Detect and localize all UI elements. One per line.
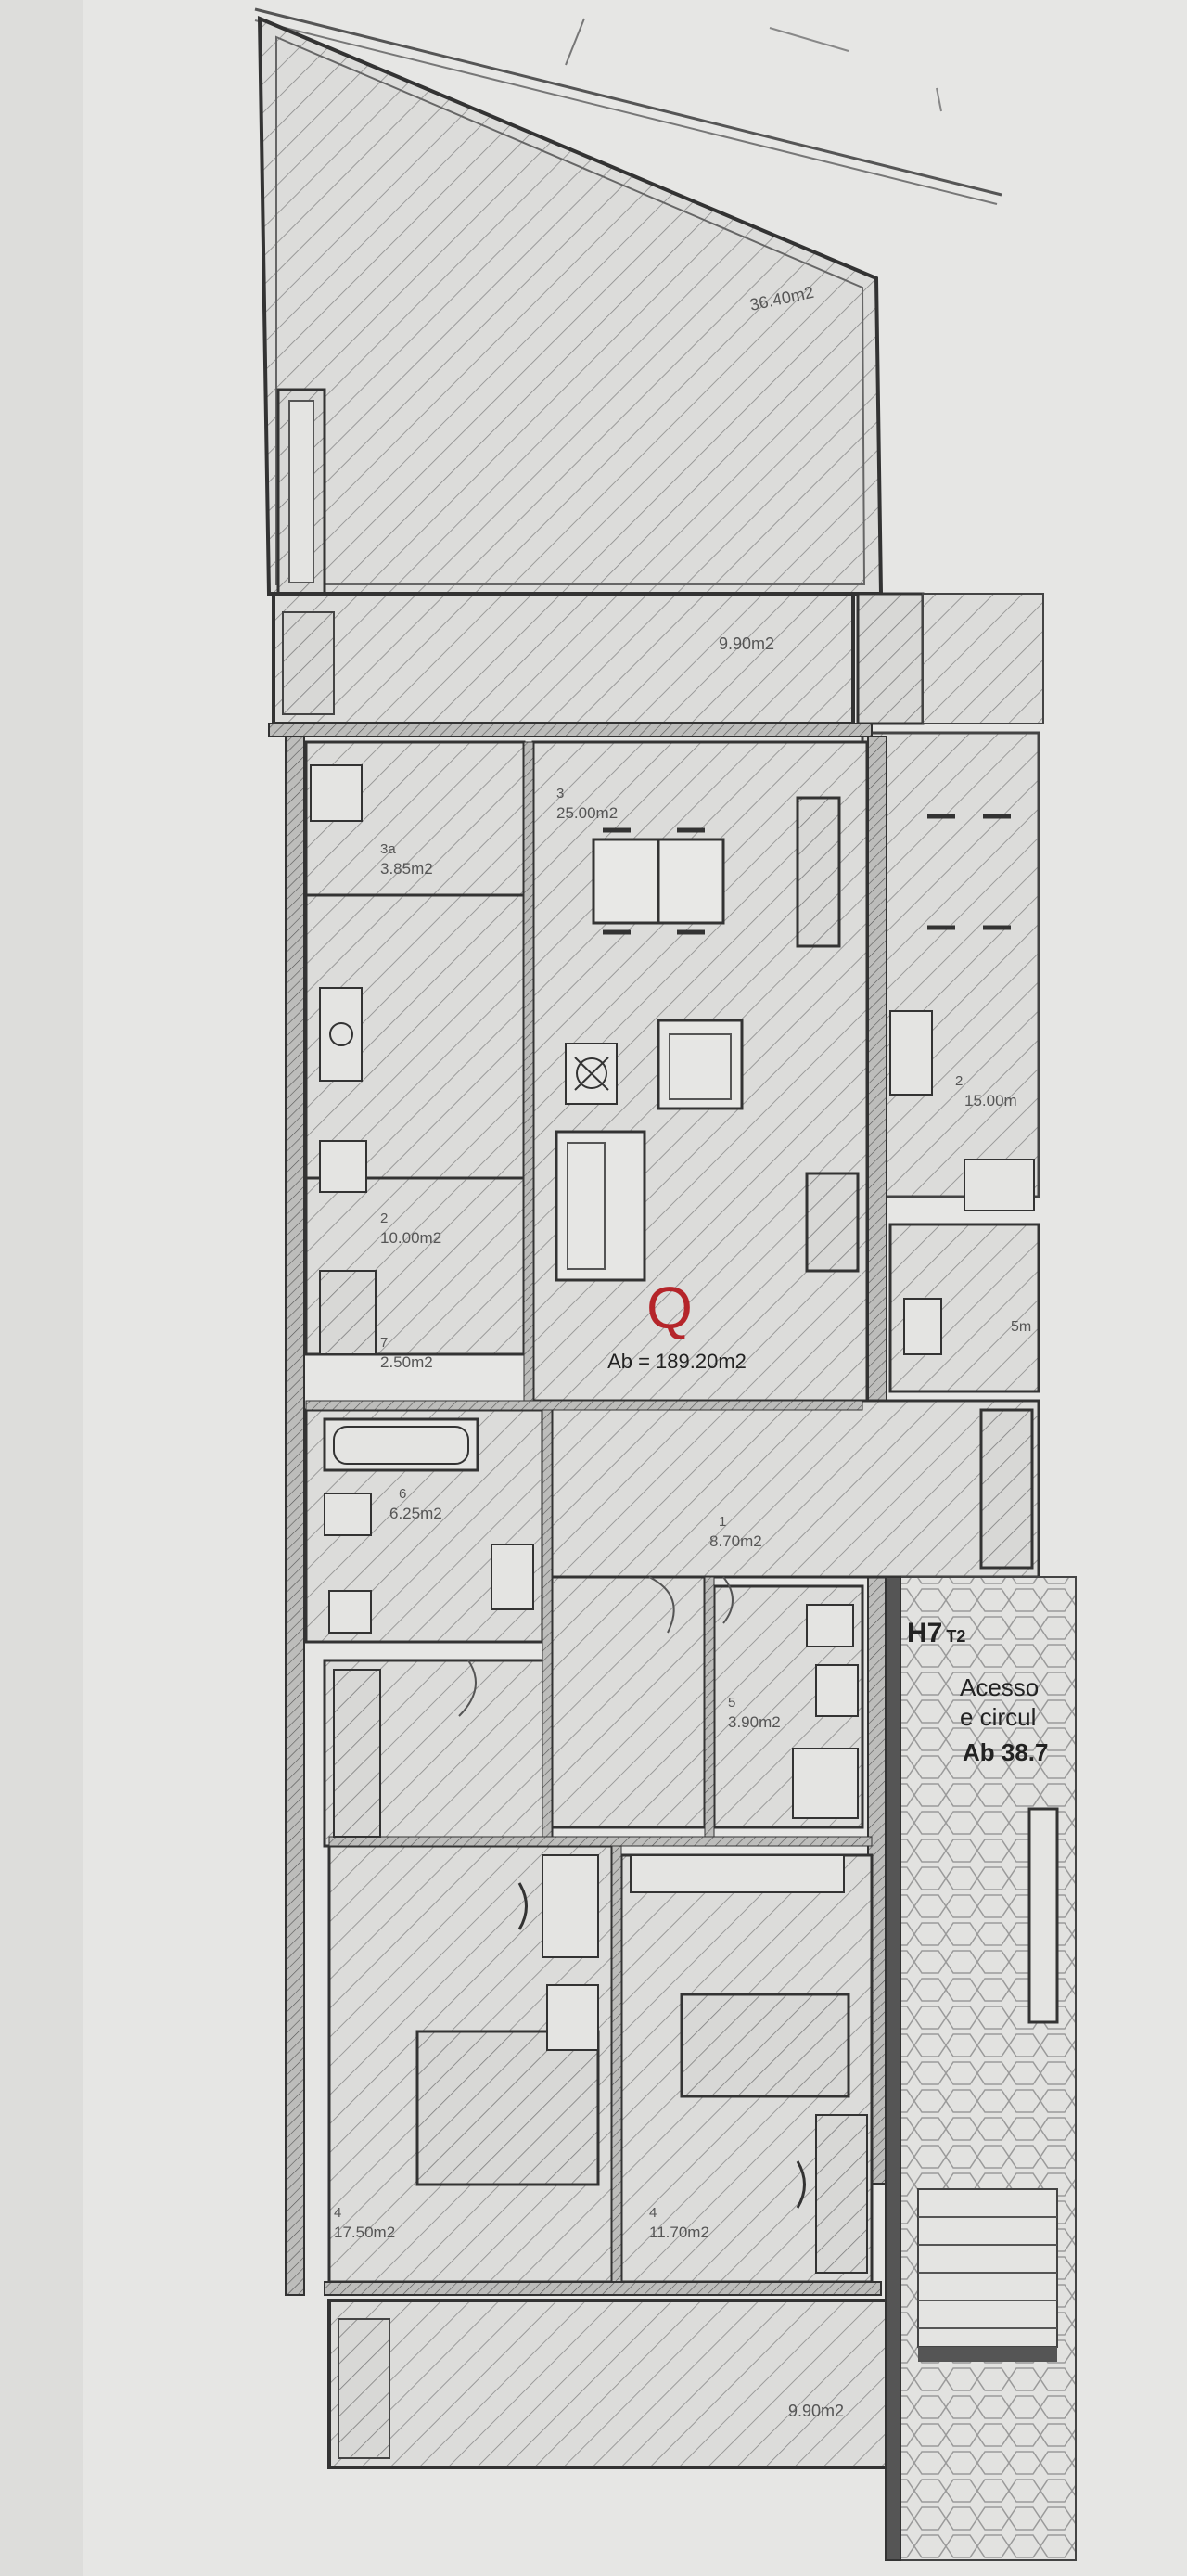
num-room-4-left: 4: [334, 2205, 341, 2221]
hall: [550, 1575, 707, 1829]
num-room-7: 7: [380, 1335, 388, 1351]
area-room-6: 6.25m2: [389, 1505, 442, 1522]
num-neighbor-room-2: 2: [955, 1073, 963, 1089]
num-room-5: 5: [728, 1695, 735, 1711]
num-room-3a: 3a: [380, 841, 396, 857]
room-1: [550, 1399, 1040, 1579]
balcony-top: [272, 592, 855, 725]
sofa: [555, 1130, 646, 1282]
area-room-3a: 3.85m2: [380, 860, 433, 878]
bed-left: [415, 2030, 600, 2186]
area-balcony-bottom: 9.90m2: [788, 2402, 844, 2420]
num-room-6: 6: [399, 1486, 406, 1502]
area-room-2: 10.00m2: [380, 1229, 441, 1247]
wall-west: [285, 736, 305, 2296]
area-room-4-left: 17.50m2: [334, 2224, 395, 2241]
area-room-1: 8.70m2: [709, 1532, 762, 1550]
area-room-3: 25.00m2: [556, 804, 618, 822]
bed-right: [680, 1993, 850, 2098]
neighbor-access-area: Ab 38.7: [963, 1738, 1049, 1766]
kitchen-appliances: [565, 1019, 744, 1110]
area-room-4-right: 11.70m2: [649, 2224, 709, 2241]
neighbor-access-line2: e circul: [960, 1703, 1036, 1731]
num-room-2: 2: [380, 1211, 388, 1226]
area-neighbor-bath: 5m: [1011, 1319, 1031, 1335]
balcony-bottom: [327, 2299, 897, 2469]
unit-letter: Q: [646, 1275, 693, 1341]
property-line: [254, 7, 1002, 197]
num-room-1: 1: [719, 1514, 726, 1530]
area-room-5: 3.90m2: [728, 1713, 781, 1731]
neighbor-access-area: [889, 1576, 1077, 2561]
area-balcony-top: 9.90m2: [719, 634, 774, 653]
area-neighbor-room-2: 15.00m: [964, 1092, 1017, 1109]
neighbor-upper: [861, 731, 1040, 1198]
num-room-3: 3: [556, 786, 564, 801]
neighbor-access-line1: Acesso: [960, 1673, 1039, 1701]
wall-north: [268, 723, 873, 737]
dining-table: [592, 827, 725, 935]
unit-area: Ab = 189.20m2: [607, 1350, 747, 1373]
bathtub: [323, 1417, 479, 1472]
area-room-7: 2.50m2: [380, 1353, 433, 1371]
num-room-4-right: 4: [649, 2205, 657, 2221]
